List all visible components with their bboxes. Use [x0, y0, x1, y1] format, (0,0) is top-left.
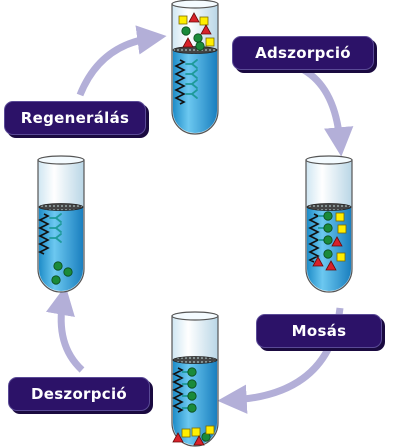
desorption-tube-liquid [173, 360, 217, 445]
target-molecule-circle [187, 379, 197, 389]
polymer-chain [38, 213, 50, 255]
ligand-site [185, 69, 198, 79]
washing-tube [305, 155, 353, 293]
target-molecule-circle [63, 267, 73, 277]
washing-step-label: Mosás [256, 314, 382, 348]
impurity-triangle [182, 37, 194, 48]
regeneration-tube-rim [37, 155, 85, 165]
arrow-regeneration-to-adsorption [76, 25, 167, 97]
target-molecule-circle [323, 235, 333, 245]
impurity-square [178, 15, 188, 25]
impurity-triangle [331, 236, 343, 247]
impurity-square [199, 16, 209, 26]
target-molecule-circle [51, 275, 61, 285]
impurity-square [205, 37, 215, 47]
desorption-tube [171, 311, 219, 447]
target-molecule-circle [193, 33, 203, 43]
ligand-site [49, 233, 62, 243]
polymer-chain [172, 367, 184, 413]
target-molecule-circle [195, 41, 205, 51]
ligand-site [49, 213, 62, 223]
impurity-square [191, 427, 201, 437]
ligand-site [185, 89, 198, 99]
washing-tube-frit [306, 203, 352, 211]
impurity-triangle [172, 432, 184, 443]
target-molecule-circle [187, 367, 197, 377]
adsorption-tube-rim [171, 0, 219, 9]
desorption-tube-frit [172, 356, 218, 364]
impurity-square [205, 425, 215, 435]
impurity-triangle [325, 260, 337, 271]
target-molecule-circle [323, 249, 333, 259]
impurity-triangle [193, 435, 205, 446]
target-molecule-circle [53, 261, 63, 271]
impurity-triangle [188, 12, 200, 23]
adsorption-tube-frit [172, 46, 218, 54]
desorption-tube-rim [171, 311, 219, 321]
washing-tube-rim [305, 155, 353, 165]
arrow-desorption-to-regeneration [45, 285, 85, 373]
impurity-square [336, 252, 346, 262]
target-molecule-circle [187, 403, 197, 413]
target-molecule-circle [187, 391, 197, 401]
impurity-square [337, 224, 347, 234]
arrow-adsorption-to-washing [298, 64, 354, 157]
ligand-site [49, 223, 62, 233]
regeneration-tube [37, 155, 85, 293]
impurity-triangle [312, 256, 324, 267]
target-molecule-circle [323, 223, 333, 233]
impurity-square [335, 212, 345, 222]
regeneration-tube-frit [38, 203, 84, 211]
ligand-site [185, 79, 198, 89]
target-molecule-circle [323, 211, 333, 221]
adsorption-step-label: Adszorpció [232, 36, 374, 70]
polymer-chain [174, 59, 186, 105]
adsorption-tube [171, 0, 219, 135]
impurity-square [181, 428, 191, 438]
ligand-site [185, 59, 198, 69]
desorption-step-label: Deszorpció [8, 377, 150, 411]
polymer-chain [308, 213, 320, 263]
impurity-triangle [200, 24, 212, 35]
target-molecule-circle [181, 26, 191, 36]
regeneration-step-label: Regenerálás [4, 101, 146, 135]
